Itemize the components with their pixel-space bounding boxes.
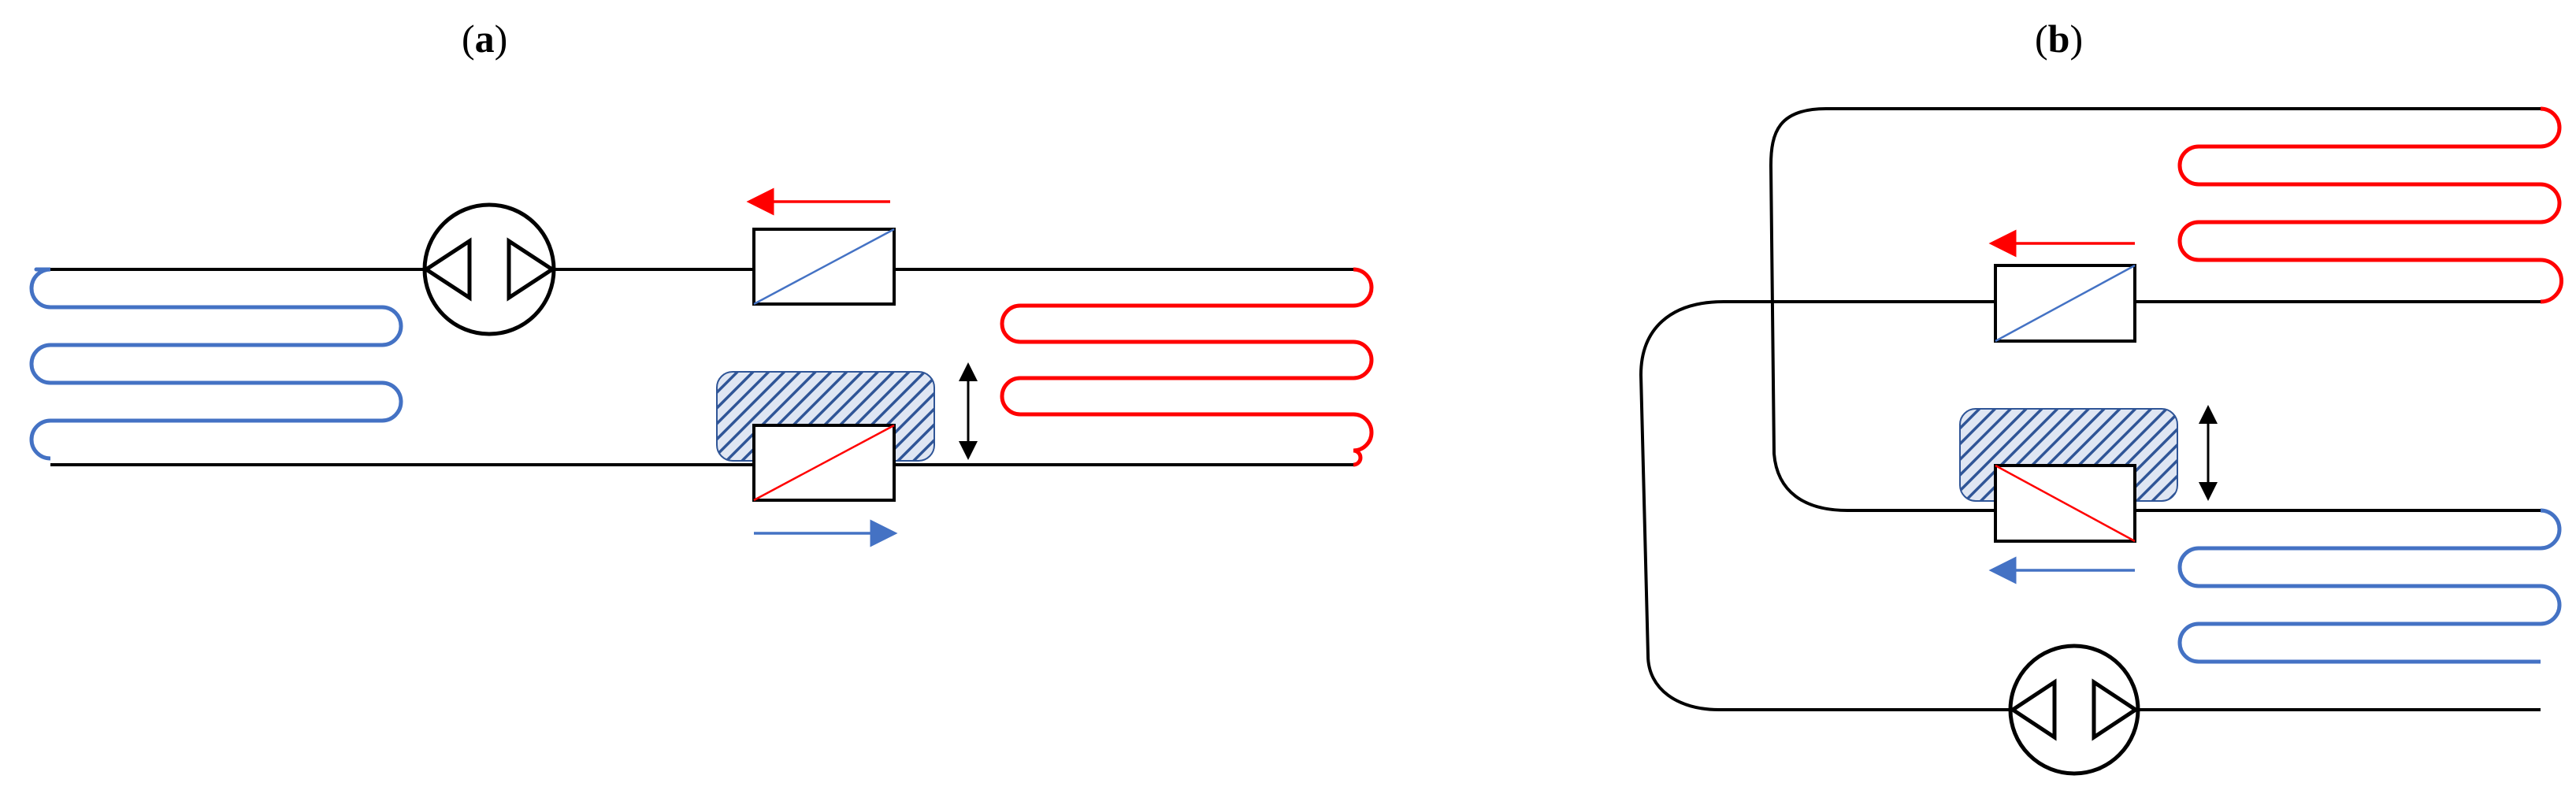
panel-b-label: (b) bbox=[2035, 16, 2083, 61]
panel-b-pipes bbox=[1639, 107, 2541, 711]
panel-a bbox=[29, 187, 1374, 547]
panel-b-bottom-heat-exchanger-icon bbox=[1994, 464, 2136, 543]
panel-a-pump-icon bbox=[422, 202, 556, 336]
panel-a-letter: a bbox=[474, 17, 495, 61]
panel-a-hot-coil-end bbox=[1353, 448, 1363, 467]
panel-a-top-heat-exchanger-icon bbox=[752, 228, 896, 306]
panel-a-cold-coil-path bbox=[29, 267, 403, 461]
panel-a-label: (a) bbox=[462, 16, 507, 61]
panel-a-open-paren: ( bbox=[462, 17, 475, 61]
panel-a-hot-coil bbox=[1000, 267, 1374, 453]
panel-b-open-paren: ( bbox=[2035, 17, 2048, 61]
panel-b-outer-loop bbox=[1639, 300, 2011, 711]
panel-b-hot-coil bbox=[2177, 106, 2563, 304]
panel-b-cold-coil bbox=[2177, 508, 2562, 664]
panel-b-close-paren: ) bbox=[2069, 17, 2084, 61]
panel-b bbox=[1639, 106, 2563, 776]
panel-a-bottom-heat-exchanger-icon bbox=[752, 424, 896, 502]
panel-b-letter: b bbox=[2047, 17, 2070, 61]
panel-b-upper-loop bbox=[1769, 107, 2541, 512]
panel-a-close-paren: ) bbox=[494, 17, 508, 61]
panel-b-pump-icon bbox=[2008, 644, 2140, 776]
panel-b-top-heat-exchanger-icon bbox=[1994, 264, 2136, 343]
panel-a-pipes bbox=[50, 268, 1353, 466]
